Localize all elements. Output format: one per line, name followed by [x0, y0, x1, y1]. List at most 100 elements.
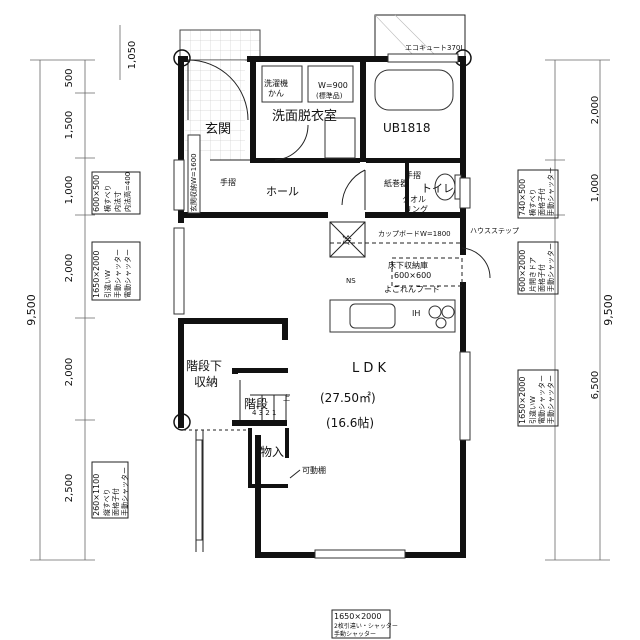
svg-text:1650×2000: 1650×2000 — [334, 612, 381, 621]
right-dim-upper-2: 1,000 — [590, 174, 601, 203]
left-top-dimension: 1,050 — [127, 41, 138, 70]
window-left-hall — [173, 159, 185, 211]
svg-text:手動シャッター: 手動シャッター — [546, 167, 555, 216]
ih-burner-2 — [441, 305, 455, 319]
svg-text:面格子付: 面格子付 — [537, 188, 546, 216]
toilet-door-swing — [341, 169, 366, 206]
right-total-dimension: 9,500 — [602, 294, 615, 326]
svg-text:260×1100: 260×1100 — [92, 474, 101, 516]
note-floor-storage-1: 床下収納庫 — [388, 260, 428, 270]
svg-text:内法寸: 内法寸 — [113, 191, 122, 212]
washroom-door-swing — [274, 124, 309, 161]
room-label-ldk: L D K — [352, 361, 387, 376]
room-label-entrance: 玄関 — [205, 122, 231, 137]
window-right-ldk — [459, 351, 471, 441]
window-spec-right-3: 1650×2000 引違いW 電動シャッター 手動シャッター — [517, 369, 559, 427]
svg-text:引違いW: 引違いW — [103, 270, 112, 298]
bathtub — [374, 69, 454, 111]
note-ih: IH — [412, 309, 420, 318]
exterior-walls — [178, 56, 466, 558]
svg-text:740×500: 740×500 — [518, 179, 527, 216]
floor-storage-hatch — [391, 257, 463, 287]
left-dim-5: 2,000 — [64, 358, 75, 387]
left-dim-2: 1,500 — [64, 111, 75, 140]
note-towel-ring-1: タオル — [402, 195, 426, 204]
corner-post-1 — [173, 49, 191, 67]
shoe-cabinet-label: 玄関収納W=1600 — [189, 153, 198, 212]
note-movable-shelf: 可動棚 — [302, 465, 326, 475]
entrance-porch — [179, 29, 261, 61]
staircase — [239, 380, 290, 420]
note-stair-numbers: 4 3 2 1 — [252, 409, 277, 417]
window-spec-left-3: 260×1100 縦すべり 面格子付 手動シャッター — [91, 461, 129, 519]
window-spec-left-1: 600×500 横すべり 内法寸 内法高=400 — [91, 171, 141, 215]
svg-text:面格子付: 面格子付 — [537, 264, 546, 292]
room-label-bath: UB1818 — [383, 121, 431, 135]
svg-text:手動シャッター: 手動シャッター — [546, 243, 555, 292]
note-towel-ring-2: リング — [404, 204, 428, 214]
room-label-toilet: トイレ — [421, 182, 454, 195]
svg-text:横すべり: 横すべり — [103, 184, 112, 212]
svg-text:2枚引違い・シャッター: 2枚引違い・シャッター — [334, 622, 398, 630]
svg-text:手動シャッター: 手動シャッター — [546, 375, 555, 424]
svg-text:1650×2000: 1650×2000 — [518, 377, 527, 424]
svg-text:手動シャッター: 手動シャッター — [120, 467, 129, 516]
note-ns: NS — [346, 277, 356, 285]
left-dimension-lines — [30, 25, 121, 561]
room-label-closet: 物入 — [260, 445, 284, 459]
svg-text:電動シャッター: 電動シャッター — [537, 375, 546, 424]
room-label-washroom: 洗面脱衣室 — [272, 108, 337, 124]
window-spec-right-1: 740×500 横すべり 面格子付 手動シャッター — [517, 167, 559, 219]
note-washer-2: かん — [268, 89, 284, 98]
left-total-dimension: 9,500 — [25, 294, 38, 326]
fridge-space — [329, 221, 366, 258]
window-left-stair — [195, 439, 203, 541]
room-label-stair-storage-2: 収納 — [194, 375, 218, 389]
window-spec-right-2: 600×2000 片開きドア 面格子付 手動シャッター — [517, 241, 559, 295]
entrance-door-swing — [187, 59, 249, 121]
ldk-area-m2: (27.50㎡) — [320, 391, 376, 405]
svg-text:縦すべり: 縦すべり — [102, 488, 111, 516]
washroom-cabinet — [324, 117, 356, 159]
corner-post-3 — [173, 413, 191, 431]
right-dim-upper: 2,000 — [590, 96, 601, 125]
left-dim-3: 1,000 — [64, 176, 75, 205]
note-house-step: ハウスステップ — [470, 227, 519, 235]
svg-text:電動シャッター: 電動シャッター — [123, 249, 132, 298]
left-dim-4: 2,000 — [64, 254, 75, 283]
washer-space — [261, 65, 303, 103]
right-dimension-lines — [545, 59, 610, 561]
window-spec-bottom: 1650×2000 2枚引違い・シャッター 手動シャッター — [331, 609, 398, 639]
note-stair-up: 上 — [283, 393, 290, 402]
kitchen-sink — [349, 303, 396, 329]
svg-text:横すべり: 横すべり — [528, 188, 537, 216]
ih-burner-3 — [435, 317, 447, 329]
note-handrail-toilet: 手摺 — [405, 170, 421, 180]
shoe-cabinet — [187, 134, 201, 214]
svg-text:600×2000: 600×2000 — [518, 250, 527, 292]
vanity — [307, 65, 354, 103]
window-right-toilet — [459, 177, 471, 209]
note-fridge: 冷 — [342, 234, 352, 247]
svg-text:引違いW: 引違いW — [528, 396, 537, 424]
svg-text:手動シャッター: 手動シャッター — [113, 249, 122, 298]
svg-text:1650×2000: 1650×2000 — [92, 251, 101, 298]
window-bottom-ldk — [314, 549, 406, 559]
svg-text:内法高=400: 内法高=400 — [123, 172, 132, 212]
window-left-ldk — [173, 227, 185, 315]
window-top-bath — [387, 53, 459, 63]
svg-text:600×500: 600×500 — [92, 175, 101, 212]
note-paper-holder: 紙巻器 — [384, 178, 408, 188]
room-label-stairs: 階段 — [244, 396, 268, 411]
note-washer: 洗濯機 — [264, 78, 288, 88]
ldk-area-jo: (16.6帖) — [326, 415, 374, 430]
note-w900: W=900 — [318, 81, 348, 90]
right-dim-lower: 6,500 — [590, 371, 601, 400]
svg-text:面格子付: 面格子付 — [111, 488, 120, 516]
movable-shelf-leader — [289, 469, 301, 479]
note-handrail-hall: 手摺 — [220, 177, 236, 187]
window-spec-left-2: 1650×2000 引違いW 手動シャッター 電動シャッター — [91, 241, 141, 301]
house-step-swing — [461, 247, 491, 279]
eco-cute-label: エコキュート370L — [405, 44, 464, 52]
